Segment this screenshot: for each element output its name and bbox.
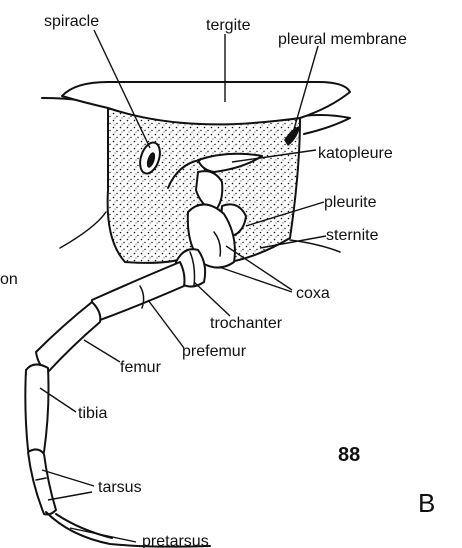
tergite-plate — [62, 82, 350, 124]
label-pleural-membrane: pleural membrane — [278, 31, 407, 48]
figure-number: 88 — [338, 444, 360, 466]
figure-cut-text: on — [0, 271, 18, 288]
left-lower-outline — [60, 212, 106, 248]
label-prefemur: prefemur — [182, 343, 247, 360]
label-katopleure: katopleure — [318, 145, 393, 162]
label-tergite: tergite — [206, 17, 251, 34]
label-trochanter: trochanter — [210, 315, 283, 332]
figure-panel-letter: B — [418, 488, 435, 518]
label-tibia: tibia — [78, 405, 107, 422]
label-femur: femur — [120, 359, 162, 376]
label-pretarsus: pretarsus — [142, 533, 209, 548]
label-pleurite: pleurite — [324, 194, 377, 211]
tarsus-shape — [28, 449, 56, 514]
tibia-shape — [25, 364, 48, 453]
prefemur-shape — [92, 262, 185, 320]
label-spiracle: spiracle — [44, 13, 99, 30]
label-coxa: coxa — [296, 285, 330, 302]
femur-shape — [36, 302, 100, 372]
label-tarsus: tarsus — [98, 479, 142, 496]
label-sternite: sternite — [326, 227, 379, 244]
